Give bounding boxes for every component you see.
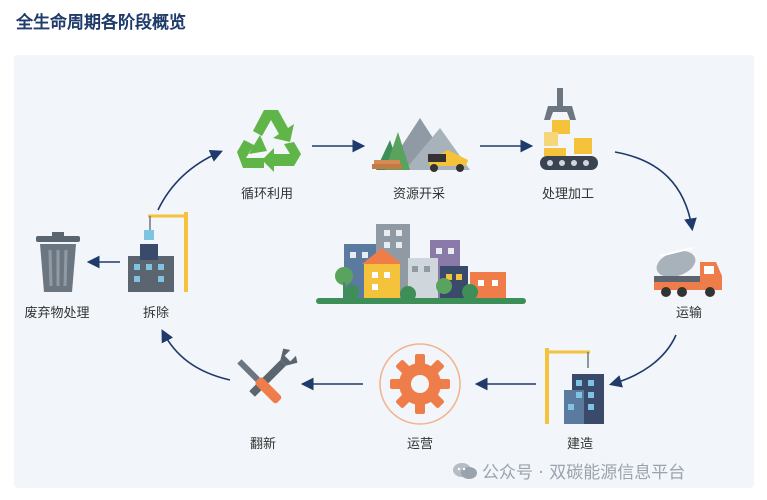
stage-label-waste: 废弃物处理	[24, 306, 90, 321]
stage-label-operation: 运营	[406, 437, 434, 452]
wechat-icon	[453, 463, 477, 479]
construction-icon	[545, 348, 604, 424]
page-title: 全生命周期各阶段概览	[16, 13, 186, 33]
arrow-renovation-to-demolition	[161, 329, 231, 381]
gear-icon	[379, 343, 461, 425]
processing-icon	[540, 88, 598, 170]
arrow-demolition-to-recycle	[157, 149, 223, 211]
arrow-processing-to-transport	[614, 151, 697, 232]
arrow-transport-to-construction	[608, 334, 677, 388]
stage-label-mining: 资源开采	[392, 187, 446, 202]
stage-label-processing: 处理加工	[541, 187, 595, 202]
recycle-icon	[237, 110, 301, 172]
stage-label-recycle: 循环利用	[240, 187, 294, 202]
trash-icon	[36, 232, 80, 292]
stage-label-demolition: 拆除	[142, 306, 170, 321]
stage-label-transport: 运输	[675, 306, 703, 321]
flow-arrows	[86, 139, 697, 391]
mining-icon	[372, 118, 470, 172]
city-illustration	[316, 224, 526, 304]
watermark: 公众号 · 双碳能源信息平台	[452, 458, 685, 483]
demolition-icon	[128, 212, 188, 292]
stage-label-renovation: 翻新	[249, 437, 277, 452]
watermark-text: 公众号 · 双碳能源信息平台	[482, 463, 686, 483]
truck-icon	[654, 247, 722, 297]
tools-icon	[237, 348, 298, 404]
stage-label-construction: 建造	[566, 437, 594, 452]
